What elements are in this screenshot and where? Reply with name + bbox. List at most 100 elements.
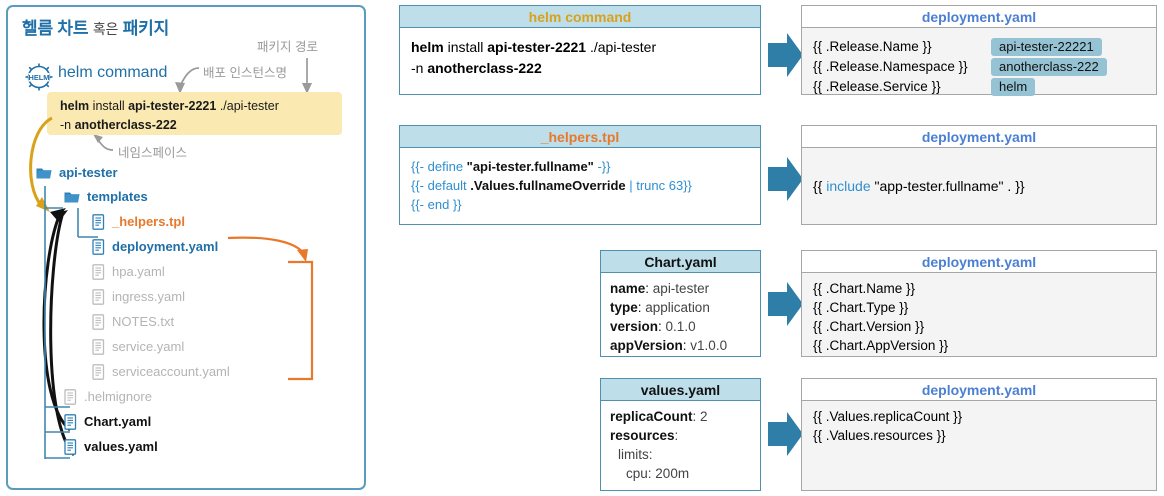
r1-cmd-keyword: helm — [411, 39, 444, 55]
panel-header-chart-yaml: Chart.yaml — [600, 250, 761, 273]
panel-header-deployment-4: deployment.yaml — [801, 378, 1157, 401]
deployment-chart-line: {{ .Chart.Type }} — [813, 300, 909, 315]
folder-icon — [64, 190, 80, 204]
tree-item-label: service.yaml — [112, 339, 185, 355]
page-title-strong-2: 패키지 — [122, 19, 170, 38]
file-icon — [92, 288, 105, 305]
panel-header-values-yaml: values.yaml — [600, 378, 761, 401]
tree-item-label: templates — [87, 189, 148, 205]
panel-deployment-include: deployment.yaml {{ include "app-tester.f… — [801, 125, 1157, 225]
annotation-package-path: 패키지 경로 — [257, 40, 318, 54]
release-template-expr: {{ .Release.Namespace }} — [813, 59, 968, 74]
chart-yaml-entry: version: 0.1.0 — [610, 319, 696, 334]
panel-header-helpers-tpl: _helpers.tpl — [399, 125, 761, 148]
deployment-chart-line: {{ .Chart.Version }} — [813, 319, 925, 334]
release-value-badge: anotherclass-222 — [991, 58, 1107, 76]
r2-res-str: "app-tester.fullname" — [874, 177, 1004, 194]
values-yaml-entry: limits: — [618, 447, 653, 462]
tree-item-hpa-yaml[interactable]: hpa.yaml — [36, 263, 356, 288]
page-title-strong-1: 헬름 차트 — [22, 19, 89, 38]
panel-body-chart-yaml: name: api-tester type: application version… — [600, 273, 761, 357]
tree-item-deployment-yaml[interactable]: deployment.yaml — [36, 238, 356, 263]
helpers-tpl-line: {{- default .Values.fullnameOverride | t… — [411, 176, 749, 195]
tree-item-label: hpa.yaml — [112, 264, 165, 280]
panel-body-deployment-2: {{ include "app-tester.fullname" . }} — [801, 148, 1157, 225]
tree-item-chart-yaml[interactable]: Chart.yaml — [36, 413, 356, 438]
chart-entry-value: api-tester — [652, 281, 710, 296]
file-icon — [64, 438, 77, 455]
file-icon — [92, 338, 105, 355]
values-entry-key: replicaCount — [610, 409, 693, 424]
page-title-thin: 혹은 — [92, 21, 119, 37]
cmd-namespace: anotherclass-222 — [74, 118, 177, 132]
tree-item-service-yaml[interactable]: service.yaml — [36, 338, 356, 363]
deployment-release-line: {{ .Release.Namespace }} anotherclass-222 — [813, 57, 1145, 77]
chart-yaml-entry: name: api-tester — [610, 281, 710, 296]
values-entry-key: resources — [610, 428, 675, 443]
annotation-release-name: 배포 인스턴스명 — [203, 66, 287, 80]
release-template-expr: {{ .Release.Service }} — [813, 79, 941, 94]
panel-helpers-tpl: _helpers.tpl {{- define "api-tester.full… — [399, 125, 761, 225]
r1-cmd-release: api-tester-2221 — [487, 39, 587, 55]
deployment-chart-line: {{ .Chart.AppVersion }} — [813, 338, 949, 353]
tree-item-serviceaccount-yaml[interactable]: serviceaccount.yaml — [36, 363, 356, 388]
flow-arrow-icon-2 — [768, 157, 803, 201]
r1-cmd-nsflag: -n — [411, 60, 428, 76]
r2-res-pre: {{ — [813, 177, 827, 194]
flow-arrow-icon-1 — [768, 33, 803, 77]
release-value-badge: api-tester-22221 — [991, 38, 1102, 56]
values-yaml-entry: cpu: 200m — [626, 466, 690, 481]
helpers-keyword: {{- default — [411, 178, 471, 193]
cmd-chart-path: ./api-tester — [216, 99, 279, 113]
cmd-release-name: api-tester-2221 — [128, 99, 217, 113]
panel-body-deployment-1: {{ .Release.Name }}api-tester-22221{{ .R… — [801, 28, 1157, 96]
tree-item-label: NOTES.txt — [112, 314, 175, 330]
panel-helm-command: helm command helm install api-tester-222… — [399, 5, 761, 95]
r1-cmd-path: ./api-tester — [586, 39, 657, 55]
panel-body-deployment-4: {{ .Values.replicaCount }}{{ .Values.res… — [801, 401, 1157, 491]
panel-header-deployment-1: deployment.yaml — [801, 5, 1157, 28]
values-entry-key: limits — [618, 447, 649, 462]
file-icon — [64, 388, 77, 405]
helm-command-highlight-box — [47, 92, 342, 135]
tree-item-helmignore[interactable]: .helmignore — [36, 388, 356, 413]
panel-header-deployment-3: deployment.yaml — [801, 250, 1157, 273]
page-title: 헬름 차트 혹은 패키지 — [22, 14, 169, 39]
tree-item-label: _helpers.tpl — [112, 214, 185, 230]
helpers-string: .Values.fullnameOverride — [470, 178, 626, 193]
helpers-suffix: -}} — [593, 159, 611, 174]
chart-entry-key: type — [610, 300, 638, 315]
file-icon — [92, 313, 105, 330]
values-entry-value: 200m — [655, 466, 690, 481]
file-icon — [92, 363, 105, 380]
tree-item-helpers-tpl[interactable]: _helpers.tpl — [36, 213, 356, 238]
panel-header-deployment-2: deployment.yaml — [801, 125, 1157, 148]
chart-yaml-entry: type: application — [610, 300, 710, 315]
helm-command-text: helm install api-tester-2221 ./api-teste… — [60, 97, 340, 135]
tree-item-label: values.yaml — [84, 439, 158, 455]
tree-item-ingress-yaml[interactable]: ingress.yaml — [36, 288, 356, 313]
helpers-tpl-line: {{- end }} — [411, 195, 749, 214]
chart-yaml-entry: appVersion: v1.0.0 — [610, 338, 728, 353]
file-icon — [92, 238, 105, 255]
tree-item-api-tester[interactable]: api-tester — [36, 164, 356, 188]
flow-arrow-icon-4 — [768, 412, 803, 456]
panel-body-deployment-3: {{ .Chart.Name }} {{ .Chart.Type }} {{ .Ch… — [801, 273, 1157, 357]
tree-item-notes-txt[interactable]: NOTES.txt — [36, 313, 356, 338]
deployment-chart-line: {{ .Chart.Name }} — [813, 281, 916, 296]
tree-item-label: .helmignore — [84, 389, 152, 405]
values-entry-value: 2 — [700, 409, 708, 424]
values-entry-key: cpu — [626, 466, 648, 481]
tree-item-templates[interactable]: templates — [36, 188, 356, 213]
deployment-values-line: {{ .Values.resources }} — [813, 428, 946, 443]
chart-entry-key: name — [610, 281, 646, 296]
tree-item-values-yaml[interactable]: values.yaml — [36, 438, 356, 463]
r1-cmd-ns: anotherclass-222 — [427, 60, 542, 76]
helm-logo-text: HELM — [29, 73, 50, 82]
helm-logo-icon: HELM — [22, 62, 56, 92]
flow-arrow-icon-3 — [768, 282, 803, 326]
annotation-namespace: 네임스페이스 — [118, 146, 188, 160]
